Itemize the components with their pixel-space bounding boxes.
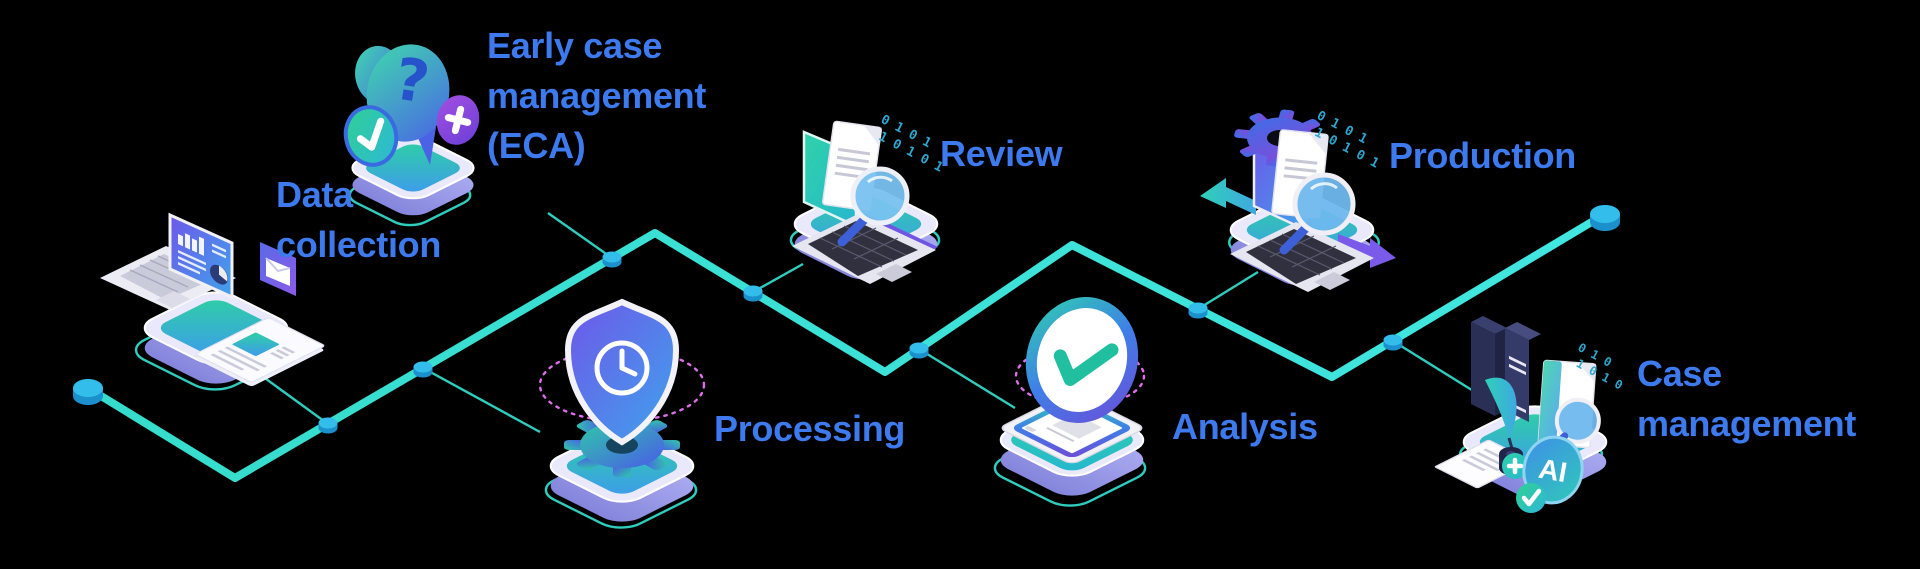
node-production: [1188, 302, 1208, 319]
speech-bubble-icon: ?: [355, 44, 450, 165]
keyboard: [792, 214, 936, 284]
icon-data-collection: [100, 212, 325, 386]
connector-lines: [261, 212, 1476, 434]
magnifier-icon: [837, 166, 910, 247]
shield-icon: [564, 298, 680, 446]
node-analysis: [909, 342, 929, 359]
label-line: Analysis: [1172, 406, 1318, 447]
magnifier-icon: [1554, 397, 1601, 444]
label-line: management: [1637, 403, 1857, 444]
svg-text:AI: AI: [1536, 453, 1569, 488]
label-line: Case: [1637, 353, 1722, 394]
plus-circle-icon: [436, 95, 480, 145]
node-processing: [413, 361, 433, 378]
document-magnifier: [1537, 359, 1601, 457]
connector-case-management: [1392, 339, 1476, 394]
teal-arrow-icon: [1200, 178, 1256, 215]
label-line: Production: [1389, 135, 1576, 176]
icon-production: 0 1 0 1 1 0 1 0 1: [1200, 108, 1396, 292]
screen-chart: [178, 233, 228, 285]
connector-processing: [422, 366, 541, 434]
label-line: Data: [276, 174, 353, 215]
label-line: Processing: [714, 408, 906, 449]
purple-arrow-icon: [1338, 234, 1396, 268]
clock-icon: [594, 340, 650, 396]
plus-circle-icon: [1502, 453, 1528, 479]
ai-badge: AI: [1522, 435, 1584, 505]
start-node: [73, 379, 103, 405]
check-circle-icon: [1516, 483, 1546, 513]
label-line: management: [487, 75, 707, 116]
icon-review: 0 1 0 1 1 0 1 0 1: [792, 112, 945, 284]
icon-analysis: [990, 297, 1146, 496]
label-analysis: Analysis: [1172, 402, 1318, 452]
node-case-management: [1383, 334, 1403, 351]
check-ring-icon: [1025, 297, 1139, 423]
laptop-icon: [100, 212, 236, 310]
label-processing: Processing: [714, 404, 905, 454]
node-review: [743, 285, 763, 302]
main-workflow-line: [84, 210, 1609, 482]
label-data-collection: Data collection: [276, 170, 441, 270]
magnifier-icon: [1279, 172, 1356, 255]
label-case-management: Case management: [1637, 349, 1856, 449]
icon-processing: [538, 298, 706, 522]
icon-case-management: AI 0 1 0 1 0 1 0: [1434, 316, 1625, 513]
label-line: Early case: [487, 25, 663, 66]
label-line: (ECA): [487, 125, 586, 166]
end-node: [1590, 205, 1620, 231]
label-review: Review: [940, 129, 1063, 179]
envelope-icon: [260, 242, 296, 296]
node-eca: [602, 251, 622, 268]
label-eca: Early case management (ECA): [487, 21, 706, 171]
icon-eca: ?: [343, 44, 480, 216]
connector-data-collection: [261, 375, 329, 425]
label-line: Review: [940, 133, 1063, 174]
laptop-trackpad: [156, 291, 190, 308]
label-production: Production: [1389, 131, 1576, 181]
connector-analysis: [918, 347, 1016, 410]
connector-review: [752, 262, 804, 294]
connector-production: [1197, 270, 1259, 311]
check-circle-icon: [343, 105, 399, 167]
label-line: collection: [276, 224, 442, 265]
connector-eca: [547, 212, 613, 259]
node-data-collection: [318, 417, 338, 434]
line-nodes: [73, 205, 1620, 434]
document-icon: [195, 317, 325, 386]
